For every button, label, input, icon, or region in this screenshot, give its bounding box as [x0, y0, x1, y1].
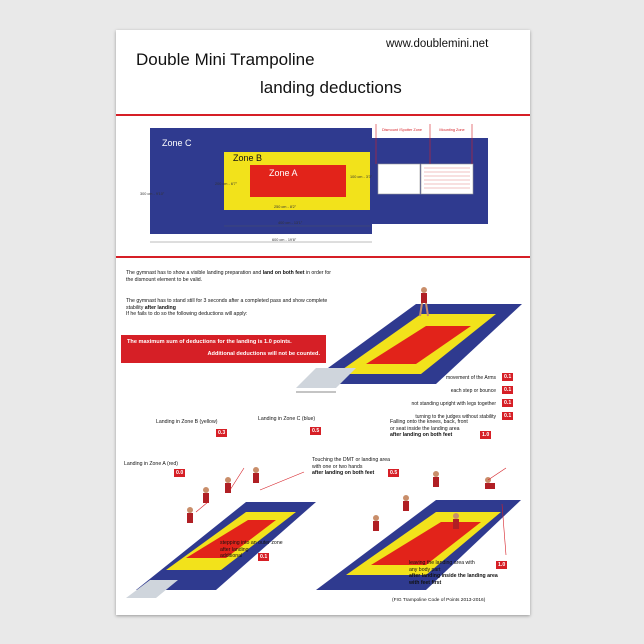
leave-line-4: with feet first — [409, 579, 442, 586]
zone-a-landing-value: 0.0 — [174, 469, 186, 477]
zone-a-area — [250, 165, 346, 197]
max-deduction-line-2: Additional deductions will not be counte… — [207, 351, 321, 357]
fall-line-2: or seat inside the landing area — [390, 425, 460, 432]
rule-2-bold: after landing — [144, 304, 176, 311]
deduction-value-step: 0.1 — [502, 386, 514, 394]
touch-value: 0.5 — [388, 469, 400, 477]
deduction-label-upright: not standing upright with legs together — [411, 401, 497, 407]
fall-line-3: after landing on both feet — [390, 432, 453, 438]
zone-a-length-dim: 250 cm - 8'2" — [274, 205, 297, 209]
rule-1-text-b: in order for the dismount element to be … — [126, 270, 332, 283]
deduction-value-arms: 0.1 — [502, 373, 514, 381]
rule-paragraph-2: The gymnast has to stand still for 3 sec… — [126, 298, 336, 318]
outer-zone-line-3: additional — [220, 553, 243, 559]
title-line-1: Double Mini Trampoline — [136, 50, 315, 69]
deduction-label-step: each step or bounce — [450, 388, 496, 394]
outer-zone-value: 0.1 — [258, 553, 270, 561]
zone-b-width-dim: 200 cm - 6'7" — [215, 182, 238, 186]
outer-zone-note: stepping into an outer zone after landin… — [220, 540, 300, 560]
leave-line-3: after landing inside the landing area — [409, 573, 498, 579]
zone-a-landing-label: Landing in Zone A (red) — [124, 461, 178, 467]
rule-paragraph-1: The gymnast has to show a visible landin… — [126, 270, 336, 283]
zone-b-landing-value: 0.3 — [216, 429, 228, 437]
middle-divider — [116, 256, 530, 258]
rule-2-text-c: If he fails to do so the following deduc… — [126, 311, 248, 317]
zone-b-length-dim: 400 cm - 13'1" — [278, 221, 303, 225]
zone-c-width-dim: 300 cm - 9'10" — [140, 192, 165, 196]
zone-c-length-dim: 600 cm - 19'8" — [272, 238, 297, 242]
dmt-illustration-top — [296, 287, 522, 393]
outer-zone-line-1: stepping into an outer zone — [220, 540, 283, 546]
zone-c-landing-value: 0.5 — [310, 427, 322, 435]
zone-landing-illustration — [126, 467, 316, 598]
leave-value: 1.0 — [496, 561, 508, 569]
poster: Double Mini Trampoline landing deduction… — [116, 30, 530, 615]
max-deduction-line-1: The maximum sum of deductions for the la… — [127, 339, 292, 345]
deduction-label-arms: movement of the Arms — [445, 375, 496, 381]
fall-note: Falling onto the knees, back, front or s… — [390, 419, 510, 439]
top-divider — [116, 114, 530, 116]
rule-1-bold: land on both feet — [262, 270, 305, 276]
zone-c-label: Zone C — [162, 138, 192, 148]
zone-a-width-dim: 100 cm - 3'3" — [350, 175, 373, 179]
fall-illustration — [316, 467, 521, 590]
citation: (FIG Trampoline Code of Points 2013-2016… — [392, 598, 486, 603]
max-deduction-box: The maximum sum of deductions for the la… — [121, 335, 326, 363]
deduction-value-upright: 0.1 — [502, 399, 514, 407]
mounting-pad — [420, 163, 474, 195]
zones-diagram — [150, 124, 488, 243]
fall-value: 1.0 — [480, 431, 492, 439]
touch-line-1: Touching the DMT or landing area — [312, 457, 391, 463]
zone-b-landing-label: Landing in Zone B (yellow) — [156, 419, 218, 425]
deduction-label-turning: turning to the judges without stability — [415, 414, 496, 420]
rule-1-text-a: The gymnast has to show a visible landin… — [126, 270, 263, 276]
outer-zone-line-2: after landing — [220, 546, 249, 553]
touch-line-2: with one or two hands — [312, 463, 363, 470]
dismount-zone-label: Dismount /Spotter Zone — [381, 128, 423, 132]
leave-line-2: any body part — [409, 566, 441, 573]
mounting-zone-label: Mounting Zone — [439, 128, 465, 132]
touch-line-3: after landing on both feet — [312, 470, 375, 476]
touch-note: Touching the DMT or landing area with on… — [312, 457, 432, 477]
zone-b-label: Zone B — [233, 153, 263, 163]
dismount-pad — [377, 163, 421, 195]
zone-c-landing-label: Landing in Zone C (blue) — [258, 416, 316, 422]
deduction-value-turning: 0.1 — [502, 412, 514, 420]
rule-2-text-a: The gymnast has to stand still for 3 sec… — [126, 298, 328, 311]
leave-note: leaving the landing area with any body p… — [409, 560, 529, 586]
leave-line-1: leaving the landing area with — [409, 560, 475, 566]
title-line-2: landing deductions — [260, 78, 402, 97]
zone-a-label: Zone A — [269, 168, 298, 178]
fall-line-1: Falling onto the knees, back, front — [390, 419, 468, 425]
website-url: www.doublemini.net — [386, 38, 489, 50]
